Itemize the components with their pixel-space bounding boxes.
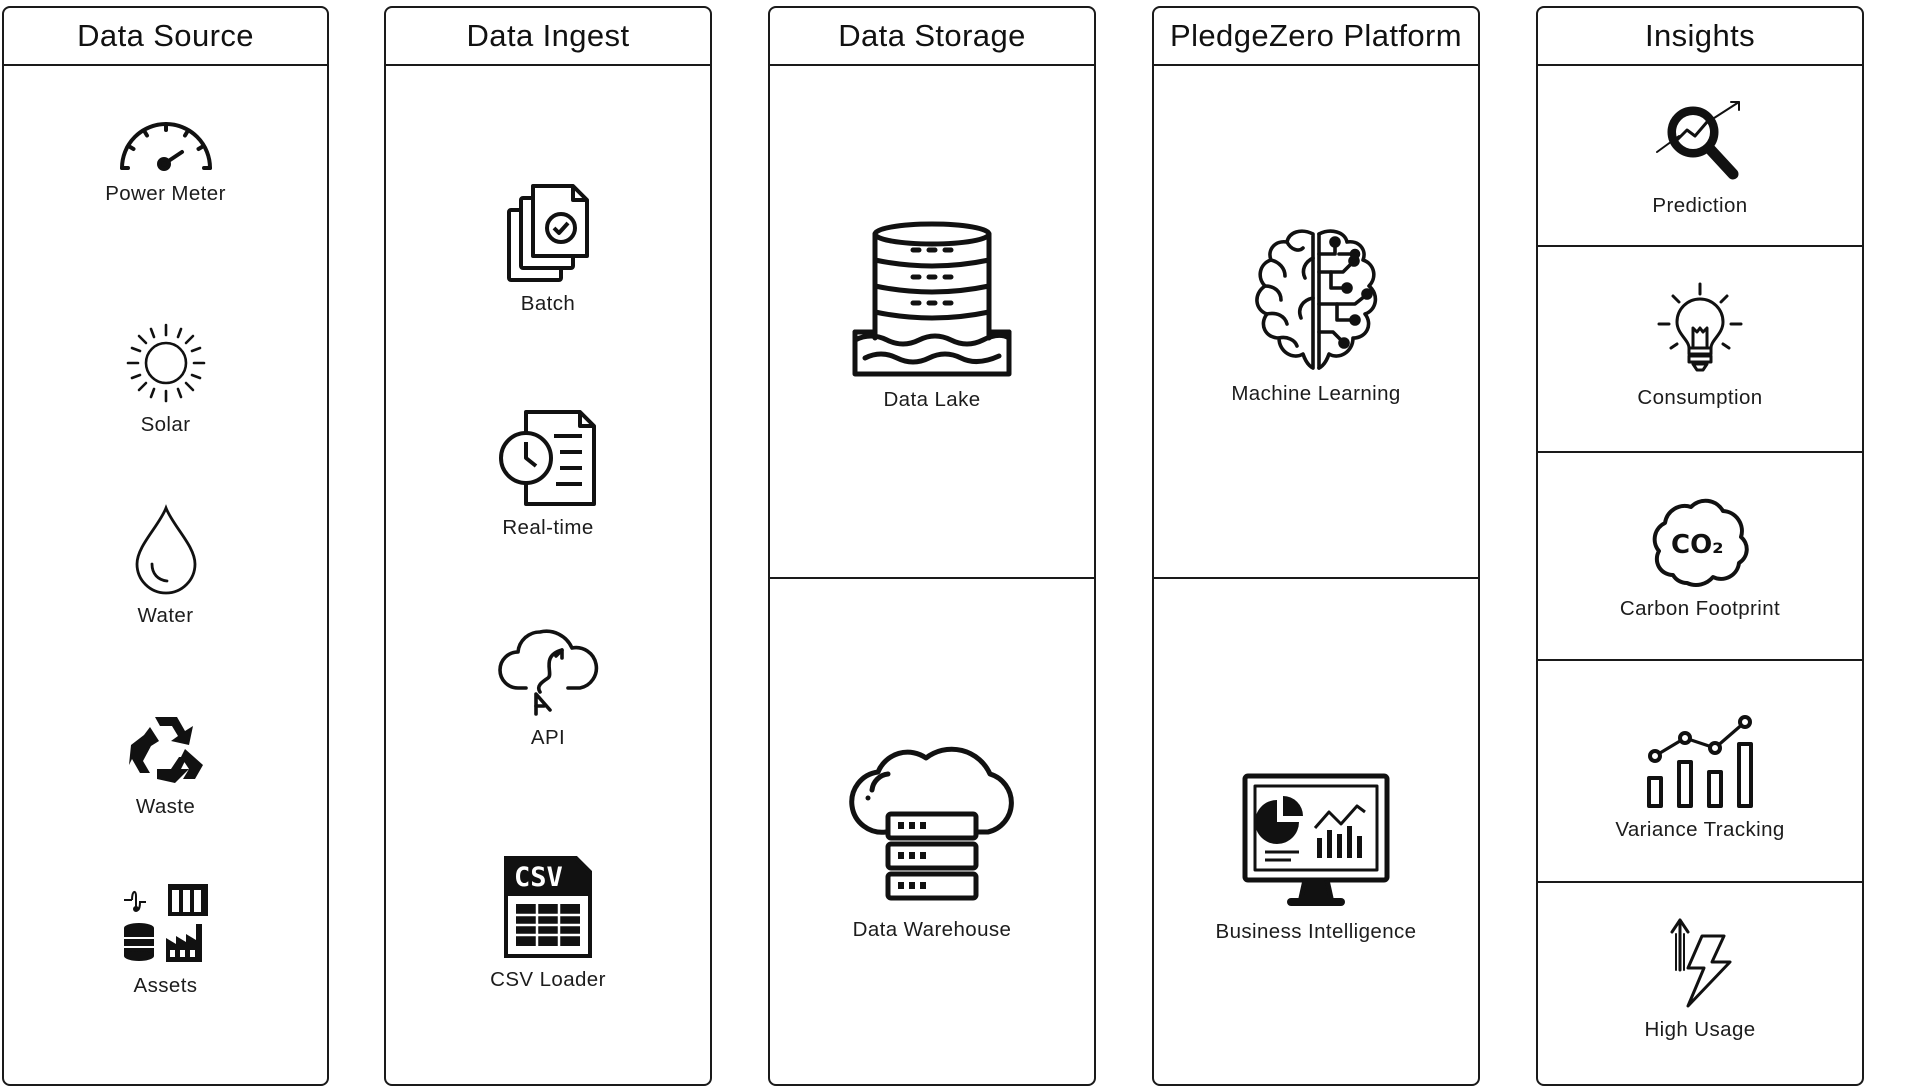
data-warehouse-item: Data Warehouse (770, 728, 1094, 942)
section-divider (1538, 451, 1862, 453)
section-divider (770, 577, 1094, 579)
section-divider (1538, 245, 1862, 247)
item-label: Data Warehouse (852, 918, 1012, 941)
real-time-item: Real-time (386, 408, 710, 540)
power-meter-item: Power Meter (4, 118, 327, 206)
item-label: Data Lake (883, 388, 981, 411)
variance-tracking-item: Variance Tracking (1538, 714, 1862, 842)
item-label: Variance Tracking (1615, 818, 1785, 841)
column-title: Data Ingest (386, 8, 710, 66)
item-label: Power Meter (105, 182, 226, 205)
item-label: Business Intelligence (1215, 920, 1417, 943)
speedometer-icon (119, 122, 212, 171)
lightbulb-icon (1657, 282, 1743, 372)
item-label: Consumption (1637, 386, 1763, 409)
machine-learning-item: Machine Learning (1154, 228, 1478, 406)
clock-document-icon (499, 410, 596, 506)
high-usage-bolt-icon (1670, 918, 1732, 1008)
insights-column: Insights Prediction (1536, 6, 1864, 1086)
magnifier-trend-icon (1656, 101, 1740, 180)
carbon-footprint-item: CO₂ Carbon Footprint (1538, 493, 1862, 621)
co2-cloud-icon: CO₂ (1652, 498, 1749, 587)
item-label: API (530, 726, 566, 749)
prediction-item: Prediction (1538, 100, 1862, 218)
brain-circuit-icon (1255, 229, 1378, 370)
item-label: Solar (140, 413, 191, 436)
assets-item: Assets (4, 880, 327, 998)
data-lake-item: Data Lake (770, 220, 1094, 412)
water-drop-icon (135, 504, 196, 595)
csv-file-icon: CSV (504, 856, 592, 958)
data-ingest-column: Data Ingest Batch Real-time (384, 6, 712, 1086)
recycle-icon (128, 717, 203, 783)
sun-icon (126, 323, 205, 403)
item-label: Batch (520, 292, 576, 315)
column-title: Insights (1538, 8, 1862, 66)
business-intelligence-item: Business Intelligence (1154, 772, 1478, 944)
consumption-item: Consumption (1538, 282, 1862, 410)
cloud-sync-icon (498, 629, 599, 716)
cloud-server-icon (849, 746, 1014, 901)
solar-item: Solar (4, 321, 327, 437)
stacked-documents-check-icon (507, 184, 589, 282)
data-source-column: Data Source Power Meter (2, 6, 329, 1086)
item-label: Waste (135, 795, 196, 818)
item-label: Water (137, 604, 194, 627)
item-label: Assets (133, 974, 198, 997)
section-divider (1154, 577, 1478, 579)
monitor-dashboard-icon (1242, 773, 1390, 906)
item-label: High Usage (1644, 1018, 1756, 1041)
api-item: API (386, 622, 710, 750)
column-title: Data Storage (770, 8, 1094, 66)
water-item: Water (4, 504, 327, 628)
batch-item: Batch (386, 184, 710, 316)
column-title: PledgeZero Platform (1154, 8, 1478, 66)
csv-glyph-text: CSV (514, 862, 563, 893)
bar-trend-icon (1647, 715, 1753, 808)
database-lake-icon (852, 221, 1012, 377)
item-label: Machine Learning (1231, 382, 1401, 405)
section-divider (1538, 659, 1862, 661)
csv-loader-item: CSV CSV Loader (386, 854, 710, 992)
column-title: Data Source (4, 8, 327, 66)
assets-icon (123, 884, 208, 962)
item-label: Prediction (1652, 194, 1748, 217)
item-label: Carbon Footprint (1619, 597, 1781, 620)
co2-glyph-text: CO₂ (1671, 530, 1724, 560)
item-label: Real-time (502, 516, 594, 539)
item-label: CSV Loader (490, 968, 606, 991)
waste-item: Waste (4, 713, 327, 819)
data-storage-column: Data Storage Data Lake (768, 6, 1096, 1086)
platform-column: PledgeZero Platform Machine Learning (1152, 6, 1480, 1086)
high-usage-item: High Usage (1538, 918, 1862, 1042)
section-divider (1538, 881, 1862, 883)
